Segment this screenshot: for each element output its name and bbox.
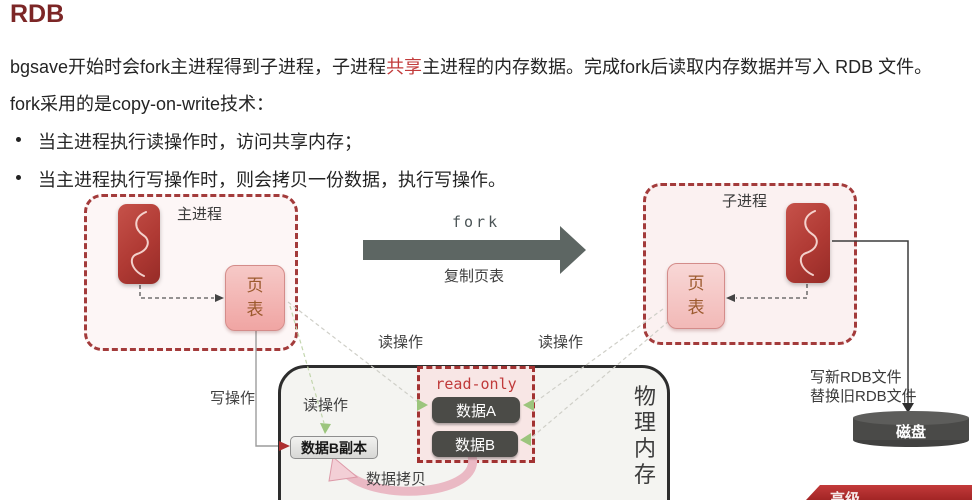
bullet-item-write: 当主进程执行写操作时，则会拷贝一份数据，执行写操作。 xyxy=(38,170,506,190)
paragraph-bgsave-after: 主进程的内存数据。完成fork后读取内存数据并写入 RDB 文件。 xyxy=(422,57,933,77)
paragraph-bgsave-before: bgsave开始时会fork主进程得到子进程，子进程 xyxy=(10,57,387,77)
disk-cylinder: 磁盘 xyxy=(852,410,970,448)
write-op-label: 写操作 xyxy=(210,390,256,407)
write-rdb-note: 写新RDB文件 替换旧RDB文件 xyxy=(810,368,917,406)
child-process-icon xyxy=(786,203,830,283)
process-squiggle-icon xyxy=(130,211,149,277)
data-a-chip: 数据A xyxy=(432,397,520,423)
physical-memory-label: 物理内存 xyxy=(634,384,657,487)
disk-label: 磁盘 xyxy=(895,424,926,441)
bullet-dot-1 xyxy=(16,137,21,142)
bottom-ribbon: 高级…… xyxy=(806,485,972,500)
fork-sublabel: 复制页表 xyxy=(444,268,505,285)
read-op-right-label: 读操作 xyxy=(538,334,584,351)
disk-top xyxy=(853,411,969,425)
main-process-label: 主进程 xyxy=(177,206,223,223)
paragraph-cow: fork采用的是copy-on-write技术： xyxy=(10,94,275,114)
read-only-label: read-only xyxy=(435,375,517,393)
child-pagetable-label: 页表 xyxy=(687,274,705,317)
bullet-item-read: 当主进程执行读操作时，访问共享内存； xyxy=(38,132,362,152)
main-process-icon xyxy=(118,204,160,284)
write-rdb-line1: 写新RDB文件 xyxy=(810,369,902,386)
process-squiggle-icon xyxy=(799,210,818,276)
data-copy-label: 数据拷贝 xyxy=(366,471,427,488)
child-pagetable-box: 页表 xyxy=(667,263,725,329)
paragraph-bgsave-highlight: 共享 xyxy=(386,57,423,77)
child-process-label: 子进程 xyxy=(722,193,768,210)
fork-label: fork xyxy=(452,213,501,231)
read-op-copy-label: 读操作 xyxy=(303,397,349,414)
page-title: RDB xyxy=(10,0,65,28)
main-pagetable-box: 页表 xyxy=(225,265,285,331)
data-b-chip: 数据B xyxy=(432,431,518,457)
bullet-dot-2 xyxy=(16,175,21,180)
paragraph-bgsave: bgsave开始时会fork主进程得到子进程，子进程共享主进程的内存数据。完成f… xyxy=(10,53,932,79)
read-op-left-label: 读操作 xyxy=(378,334,424,351)
bottom-ribbon-text: 高级…… xyxy=(830,491,891,500)
main-pagetable-label: 页表 xyxy=(246,276,264,319)
write-rdb-line2: 替换旧RDB文件 xyxy=(810,388,917,405)
data-b-copy-chip: 数据B副本 xyxy=(290,436,378,459)
